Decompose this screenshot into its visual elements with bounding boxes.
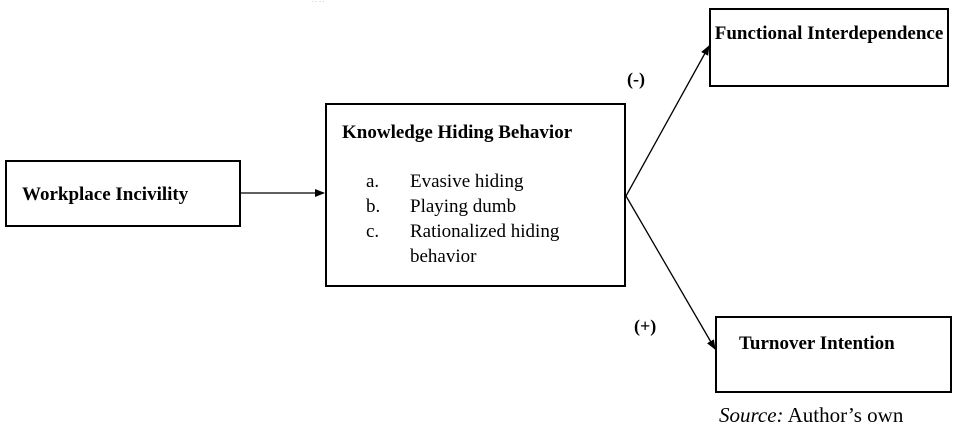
node-functional-interdependence-label: Functional Interdependence — [714, 23, 944, 44]
list-item: a. Evasive hiding — [366, 169, 600, 194]
list-item-marker: a. — [366, 171, 380, 192]
edge-sign-negative: (-) — [627, 69, 645, 89]
node-knowledge-hiding-behavior: Knowledge Hiding Behavior a. Evasive hid… — [325, 103, 626, 287]
list-item-text: Rationalized hiding behavior — [410, 221, 560, 267]
stray-mark: ∴∴ — [312, 0, 327, 5]
list-item: b. Playing dumb — [366, 194, 600, 219]
source-note-label: Source: — [719, 403, 784, 427]
node-functional-interdependence: Functional Interdependence — [709, 8, 949, 87]
list-item-text: Evasive hiding — [410, 171, 524, 192]
node-workplace-incivility-label: Workplace Incivility — [22, 184, 189, 205]
node-turnover-intention-label: Turnover Intention — [739, 333, 895, 354]
arrow-khb-to-turnover — [625, 195, 716, 350]
arrow-khb-to-functional — [625, 45, 710, 197]
node-workplace-incivility: Workplace Incivility — [5, 160, 241, 227]
list-item-text: Playing dumb — [410, 196, 517, 217]
node-turnover-intention: Turnover Intention — [715, 316, 952, 393]
source-note: Source: Author’s own — [719, 403, 903, 428]
list-item: c. Rationalized hiding behavior — [366, 219, 600, 269]
node-knowledge-hiding-title: Knowledge Hiding Behavior — [342, 122, 573, 143]
edge-sign-positive: (+) — [634, 316, 657, 336]
knowledge-hiding-dimensions-list: a. Evasive hiding b. Playing dumb c. Rat… — [366, 169, 600, 269]
source-note-text: Author’s own — [783, 403, 904, 427]
list-item-marker: b. — [366, 196, 381, 217]
list-item-marker: c. — [366, 221, 380, 242]
